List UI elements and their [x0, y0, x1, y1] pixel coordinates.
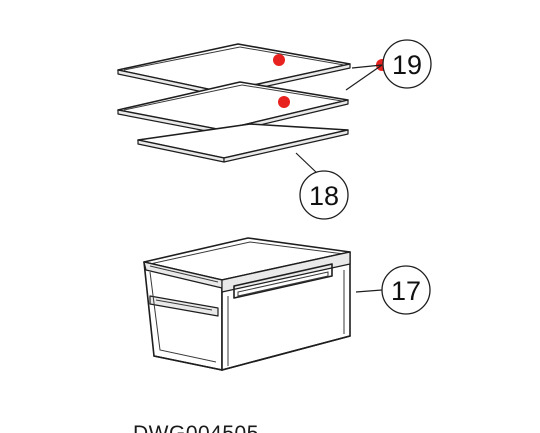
crisper-drawer[interactable]: [143, 237, 351, 371]
marker-dot-top-shelf: [273, 54, 285, 66]
leader-line-17: [355, 289, 383, 293]
marker-dot-middle-shelf: [278, 96, 290, 108]
shelf-bottom[interactable]: [137, 123, 349, 163]
drawing-code: DWG004505: [133, 422, 259, 433]
leader-line-18: [295, 152, 319, 175]
callout-17[interactable]: 17: [381, 265, 431, 315]
callout-18[interactable]: 18: [299, 170, 349, 220]
callout-18-label: 18: [309, 181, 339, 211]
callout-19-label: 19: [392, 50, 422, 80]
leader-line-19-top: [351, 64, 383, 69]
callout-19[interactable]: 19: [382, 39, 432, 89]
leader-line-19-middle: [345, 64, 383, 91]
callout-17-label: 17: [391, 276, 421, 306]
